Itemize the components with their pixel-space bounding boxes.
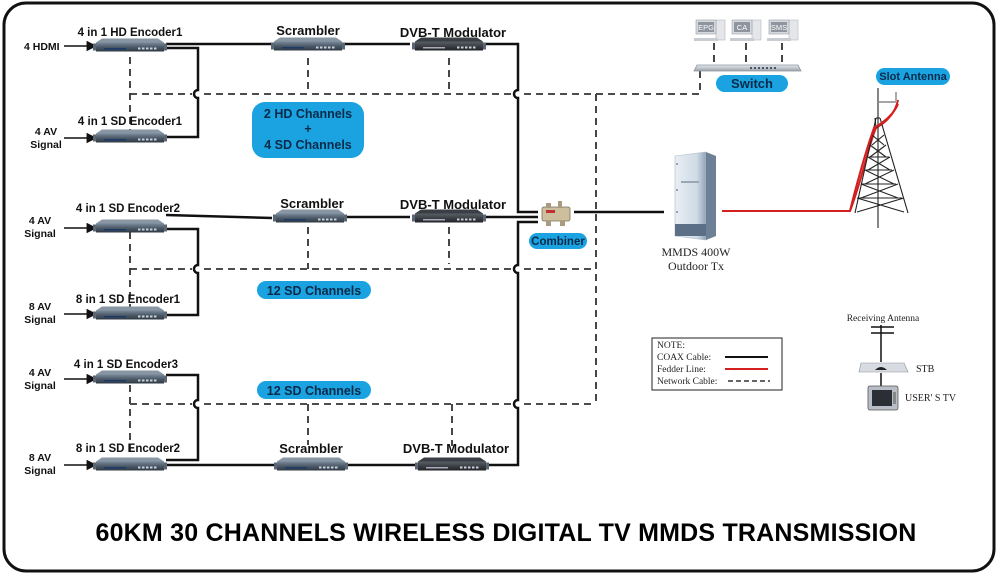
scrambler-label: Scrambler xyxy=(280,196,344,211)
input-label-av5: 8 AV xyxy=(29,452,51,464)
channel-pill-2: 12 SD Channels xyxy=(257,281,371,299)
combiner-label: Combiner xyxy=(531,236,585,248)
input-label-av4: 4 AV xyxy=(29,367,51,379)
encoder-label: 4 in 1 SD Encoder3 xyxy=(74,359,178,371)
scrambler-label: Scrambler xyxy=(276,23,340,38)
coax-enc2-scr2 xyxy=(165,213,273,220)
input-label-av2-signal: Signal xyxy=(24,228,56,240)
slot-antenna-label: Slot Antenna xyxy=(879,71,947,83)
input-label-av3: 8 AV xyxy=(29,301,51,313)
encoder-label: 4 in 1 SD Encoder2 xyxy=(76,203,180,215)
coax-enc2-loop xyxy=(166,227,200,317)
receiving-antenna-icon xyxy=(871,325,894,362)
encoder-label: 4 in 1 HD Encoder1 xyxy=(78,27,183,39)
encoder-device-icon xyxy=(93,38,167,52)
switch-label: Switch xyxy=(731,76,773,91)
encoder-device-icon xyxy=(93,129,167,143)
mmds-transmitter: MMDS 400W Outdoor Tx xyxy=(661,151,731,273)
legend-item-label: Fedder Line: xyxy=(657,365,706,375)
scrambler-device-icon xyxy=(273,209,347,223)
servers: EPG CA SMS xyxy=(694,19,799,41)
combiner: Combiner xyxy=(529,201,587,249)
coax-mod1-combiner xyxy=(485,42,538,214)
server-epg-icon: EPG xyxy=(694,19,726,41)
server-label: EPG xyxy=(698,23,714,32)
pill-text: 4 SD Channels xyxy=(264,138,352,152)
modulator-label: DVB-T Modulator xyxy=(400,197,506,212)
devices xyxy=(93,37,489,471)
input-label-av1: 4 AV xyxy=(35,126,57,138)
legend-item-label: Network Cable: xyxy=(657,377,717,387)
modulator-device-icon xyxy=(415,457,489,471)
tv-label: USER' S TV xyxy=(905,393,957,404)
channel-pill-3: 12 SD Channels xyxy=(257,381,371,399)
coax-enc3-loop xyxy=(166,373,200,462)
stb-icon xyxy=(858,362,909,373)
input-label-av2: 4 AV xyxy=(29,215,51,227)
encoder-label: 4 in 1 SD Encoder1 xyxy=(78,116,183,128)
combiner-icon xyxy=(541,201,571,226)
network-switch: Switch xyxy=(693,64,802,92)
network-bus-1 xyxy=(130,70,701,95)
network-cables xyxy=(129,43,783,455)
legend-title: NOTE: xyxy=(657,341,685,351)
pill-text: 12 SD Channels xyxy=(267,284,362,298)
transmitter-label: MMDS 400W xyxy=(661,245,731,259)
legend-note: NOTE: COAX Cable: Fedder Line: Network C… xyxy=(651,337,783,391)
device-labels: 4 in 1 HD Encoder1 4 in 1 SD Encoder1 Sc… xyxy=(74,23,509,456)
pill-text: 2 HD Channels xyxy=(264,107,352,121)
encoder-device-icon xyxy=(93,306,167,320)
switch-icon xyxy=(693,64,802,72)
tv-icon xyxy=(867,385,899,411)
server-sms-icon: SMS xyxy=(767,19,799,41)
diagram-title: 60KM 30 CHANNELS WIRELESS DIGITAL TV MMD… xyxy=(95,519,916,547)
tower-feeder-red xyxy=(849,103,899,212)
tower-icon xyxy=(854,88,909,228)
modulator-device-icon xyxy=(412,209,486,223)
input-label-av1-signal: Signal xyxy=(30,139,62,151)
server-label: SMS xyxy=(771,23,787,32)
scrambler-device-icon xyxy=(274,457,348,471)
transmitter-cabinet-icon xyxy=(674,151,716,241)
receiver: Receiving Antenna STB USER' S TV xyxy=(847,314,957,411)
encoder-device-icon xyxy=(93,370,167,384)
input-label-av5-signal: Signal xyxy=(24,465,56,477)
coax-enc1-loop xyxy=(166,46,200,139)
receiving-antenna-label: Receiving Antenna xyxy=(847,314,920,324)
server-ca-icon: CA xyxy=(730,19,762,41)
pill-text: + xyxy=(304,122,311,136)
scrambler-device-icon xyxy=(271,37,345,51)
coax-cables xyxy=(165,42,664,467)
transmission-tower: Slot Antenna xyxy=(849,68,950,228)
input-label-hdmi: 4 HDMI xyxy=(24,41,60,53)
stb-label: STB xyxy=(916,364,935,375)
server-label: CA xyxy=(737,23,747,32)
coax-mod3-combiner xyxy=(486,220,538,467)
encoder-device-icon xyxy=(93,457,167,471)
encoder-label: 8 in 1 SD Encoder2 xyxy=(76,443,180,455)
legend-item-label: COAX Cable: xyxy=(657,353,711,363)
input-label-av4-signal: Signal xyxy=(24,380,56,392)
pill-text: 12 SD Channels xyxy=(267,384,362,398)
channel-pill-1: 2 HD Channels + 4 SD Channels xyxy=(252,102,364,158)
encoder-device-icon xyxy=(93,219,167,233)
input-label-av3-signal: Signal xyxy=(24,314,56,326)
encoder-label: 8 in 1 SD Encoder1 xyxy=(76,294,181,306)
input-signals: 4 HDMI 4 AV Signal 4 AV Signal 8 AV Sign… xyxy=(24,40,98,477)
scrambler-label: Scrambler xyxy=(279,441,343,456)
modulator-label: DVB-T Modulator xyxy=(400,25,506,40)
transmitter-label: Outdoor Tx xyxy=(668,259,724,273)
modulator-device-icon xyxy=(412,37,486,51)
modulator-label: DVB-T Modulator xyxy=(403,441,509,456)
